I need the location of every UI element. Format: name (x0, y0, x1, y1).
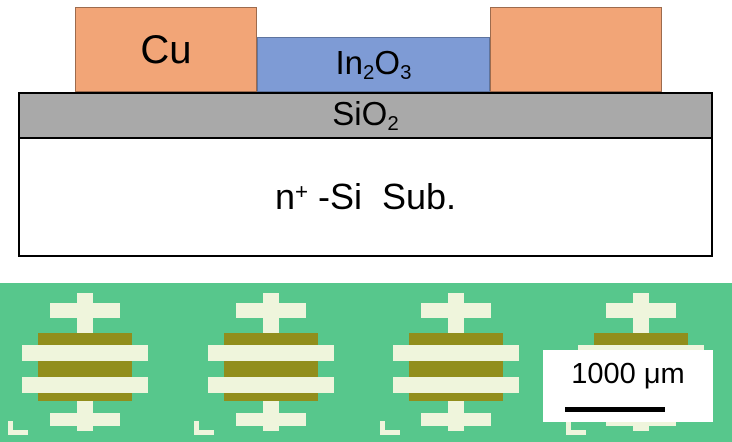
substrate-label-part: -Si Sub. (308, 176, 457, 217)
sio2-label-subscript: 2 (387, 111, 399, 135)
in2o3-label-part: O (374, 43, 401, 81)
top-electrode-stub (448, 293, 464, 305)
drain-electrode-bar (22, 377, 148, 393)
transistor-device (381, 293, 531, 431)
substrate-label-part: n (274, 176, 295, 217)
bottom-electrode-stem (77, 401, 93, 415)
bottom-electrode-stub (263, 426, 279, 431)
top-electrode-stub (633, 293, 649, 305)
transistor-device (196, 293, 346, 431)
top-electrode-stub (263, 293, 279, 305)
top-electrode-pad (606, 303, 676, 318)
in2o3-label: In2O3 (336, 46, 412, 84)
scale-bar-label: 1000 μm (571, 358, 685, 390)
source-electrode-bar (22, 345, 148, 361)
scale-bar: 1000 μm (543, 350, 713, 422)
in2o3-label-part: In (335, 43, 364, 81)
bottom-electrode-stem (448, 401, 464, 415)
bottom-electrode-pad (50, 413, 120, 426)
alignment-mark (566, 421, 586, 435)
cu-electrode-left: Cu (75, 7, 257, 92)
transistor-device (10, 293, 160, 431)
bottom-electrode-stub (633, 426, 649, 431)
bottom-electrode-stem (263, 401, 279, 415)
in2o3-label-subscript: 2 (363, 60, 375, 84)
top-electrode-pad (421, 303, 491, 318)
top-electrode-pad (50, 303, 120, 318)
sio2-label-part: SiO (332, 94, 388, 132)
cu-electrode-right (490, 7, 662, 92)
cu-label: Cu (140, 27, 192, 72)
sio2-label: SiO2 (332, 97, 398, 135)
drain-electrode-bar (208, 377, 334, 393)
alignment-mark (8, 421, 28, 435)
top-electrode-stub (77, 293, 93, 305)
alignment-mark (380, 421, 400, 435)
source-electrode-bar (393, 345, 519, 361)
optical-micrograph: 1000 μm (0, 283, 732, 442)
bottom-electrode-stub (77, 426, 93, 431)
in2o3-layer: In2O3 (257, 37, 490, 92)
bottom-electrode-stub (448, 426, 464, 431)
sio2-layer: SiO2 (18, 92, 713, 139)
bottom-electrode-pad (236, 413, 306, 426)
substrate-label: n+ -Si Sub. (275, 179, 456, 215)
source-electrode-bar (208, 345, 334, 361)
device-cross-section-schematic: Cu In2O3 SiO2 n+ -Si Sub. (18, 7, 713, 257)
scale-bar-line (565, 407, 665, 412)
alignment-mark (194, 421, 214, 435)
top-electrode-pad (236, 303, 306, 318)
bottom-electrode-pad (421, 413, 491, 426)
substrate-label-superscript: + (294, 178, 308, 204)
in2o3-label-subscript: 3 (400, 60, 412, 84)
si-substrate-layer: n+ -Si Sub. (18, 137, 713, 257)
drain-electrode-bar (393, 377, 519, 393)
